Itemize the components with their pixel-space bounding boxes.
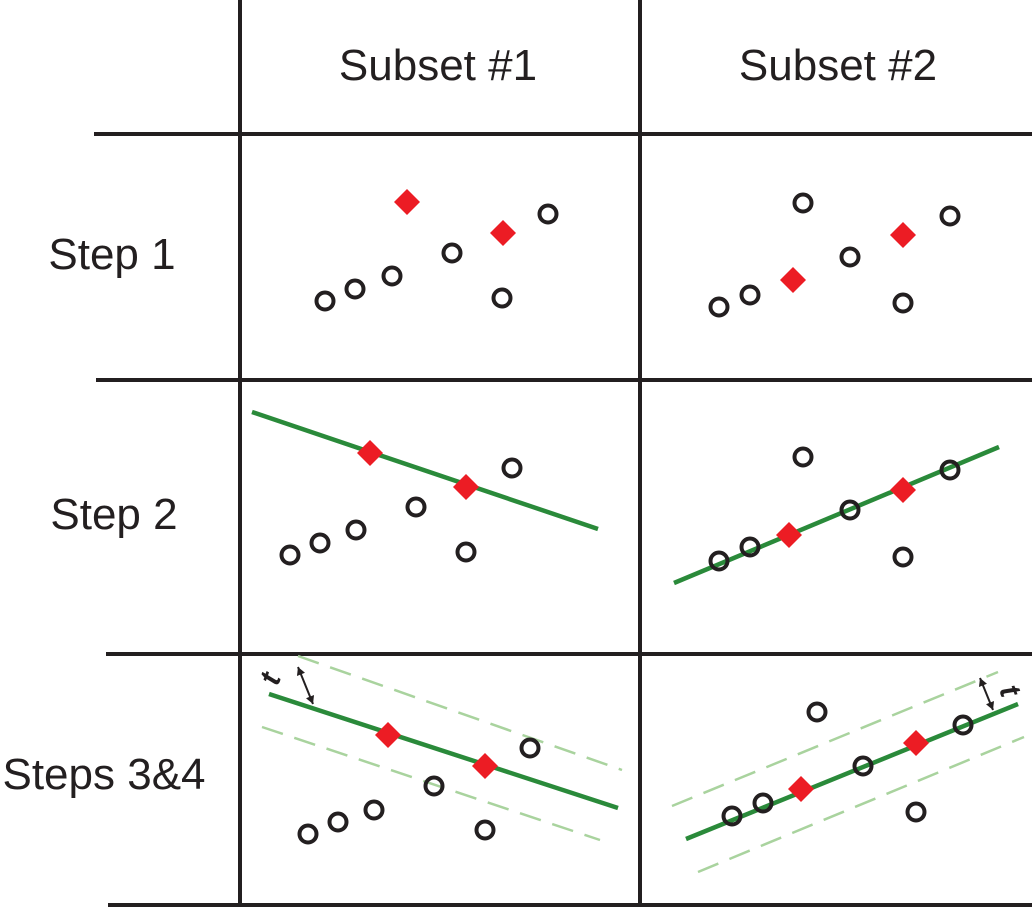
- data-point: [381, 265, 403, 287]
- data-point: [279, 544, 301, 566]
- row-header-steps-3-4: Steps 3&4: [2, 750, 206, 799]
- arrowhead: [978, 678, 987, 687]
- data-point: [839, 499, 861, 521]
- data-point: [405, 496, 427, 518]
- fitted-line: [685, 701, 1019, 842]
- sample-point: [776, 522, 802, 548]
- data-point: [739, 536, 761, 558]
- threshold-line-upper: [671, 670, 999, 808]
- data-point: [892, 292, 914, 314]
- threshold-line-lower: [261, 725, 601, 842]
- data-point: [309, 532, 331, 554]
- data-point: [423, 775, 445, 797]
- data-point: [708, 296, 730, 318]
- sample-point: [357, 440, 383, 466]
- data-point: [752, 792, 774, 814]
- data-point: [519, 737, 541, 759]
- data-point: [501, 457, 523, 479]
- sample-point: [453, 474, 479, 500]
- sample-point: [890, 222, 916, 248]
- data-point: [721, 805, 743, 827]
- arrowhead: [986, 701, 995, 710]
- data-point: [441, 242, 463, 264]
- sample-point: [788, 776, 814, 802]
- threshold-line-lower: [697, 735, 1025, 874]
- data-point: [892, 546, 914, 568]
- data-point: [792, 446, 814, 468]
- row-header-step-1: Step 1: [48, 230, 176, 279]
- data-point: [905, 801, 927, 823]
- data-point: [952, 714, 974, 736]
- sample-point: [490, 220, 516, 246]
- data-point: [297, 823, 319, 845]
- arrowhead: [306, 695, 315, 704]
- data-point: [363, 799, 385, 821]
- data-point: [474, 819, 496, 841]
- data-point: [739, 284, 761, 306]
- sample-point: [903, 730, 929, 756]
- data-point: [939, 459, 961, 481]
- data-point: [491, 287, 513, 309]
- data-point: [708, 550, 730, 572]
- data-point: [806, 701, 828, 723]
- data-point: [537, 203, 559, 225]
- data-point: [345, 519, 367, 541]
- column-header-subset-2: Subset #2: [738, 41, 938, 90]
- data-point: [852, 755, 874, 777]
- column-header-subset-1: Subset #1: [338, 41, 538, 90]
- sample-point: [375, 722, 401, 748]
- fitted-line: [268, 691, 619, 811]
- data-point: [344, 278, 366, 300]
- data-point: [327, 811, 349, 833]
- fitted-line: [251, 409, 599, 532]
- data-point: [314, 290, 336, 312]
- data-point: [455, 541, 477, 563]
- data-point: [792, 192, 814, 214]
- arrowhead: [296, 667, 305, 676]
- data-point: [939, 205, 961, 227]
- sample-point: [780, 267, 806, 293]
- sample-point: [890, 477, 916, 503]
- sample-point: [472, 753, 498, 779]
- threshold-line-upper: [297, 654, 623, 772]
- row-header-step-2: Step 2: [50, 490, 178, 539]
- fitted-line: [673, 444, 1000, 586]
- data-point: [839, 246, 861, 268]
- sample-point: [394, 189, 420, 215]
